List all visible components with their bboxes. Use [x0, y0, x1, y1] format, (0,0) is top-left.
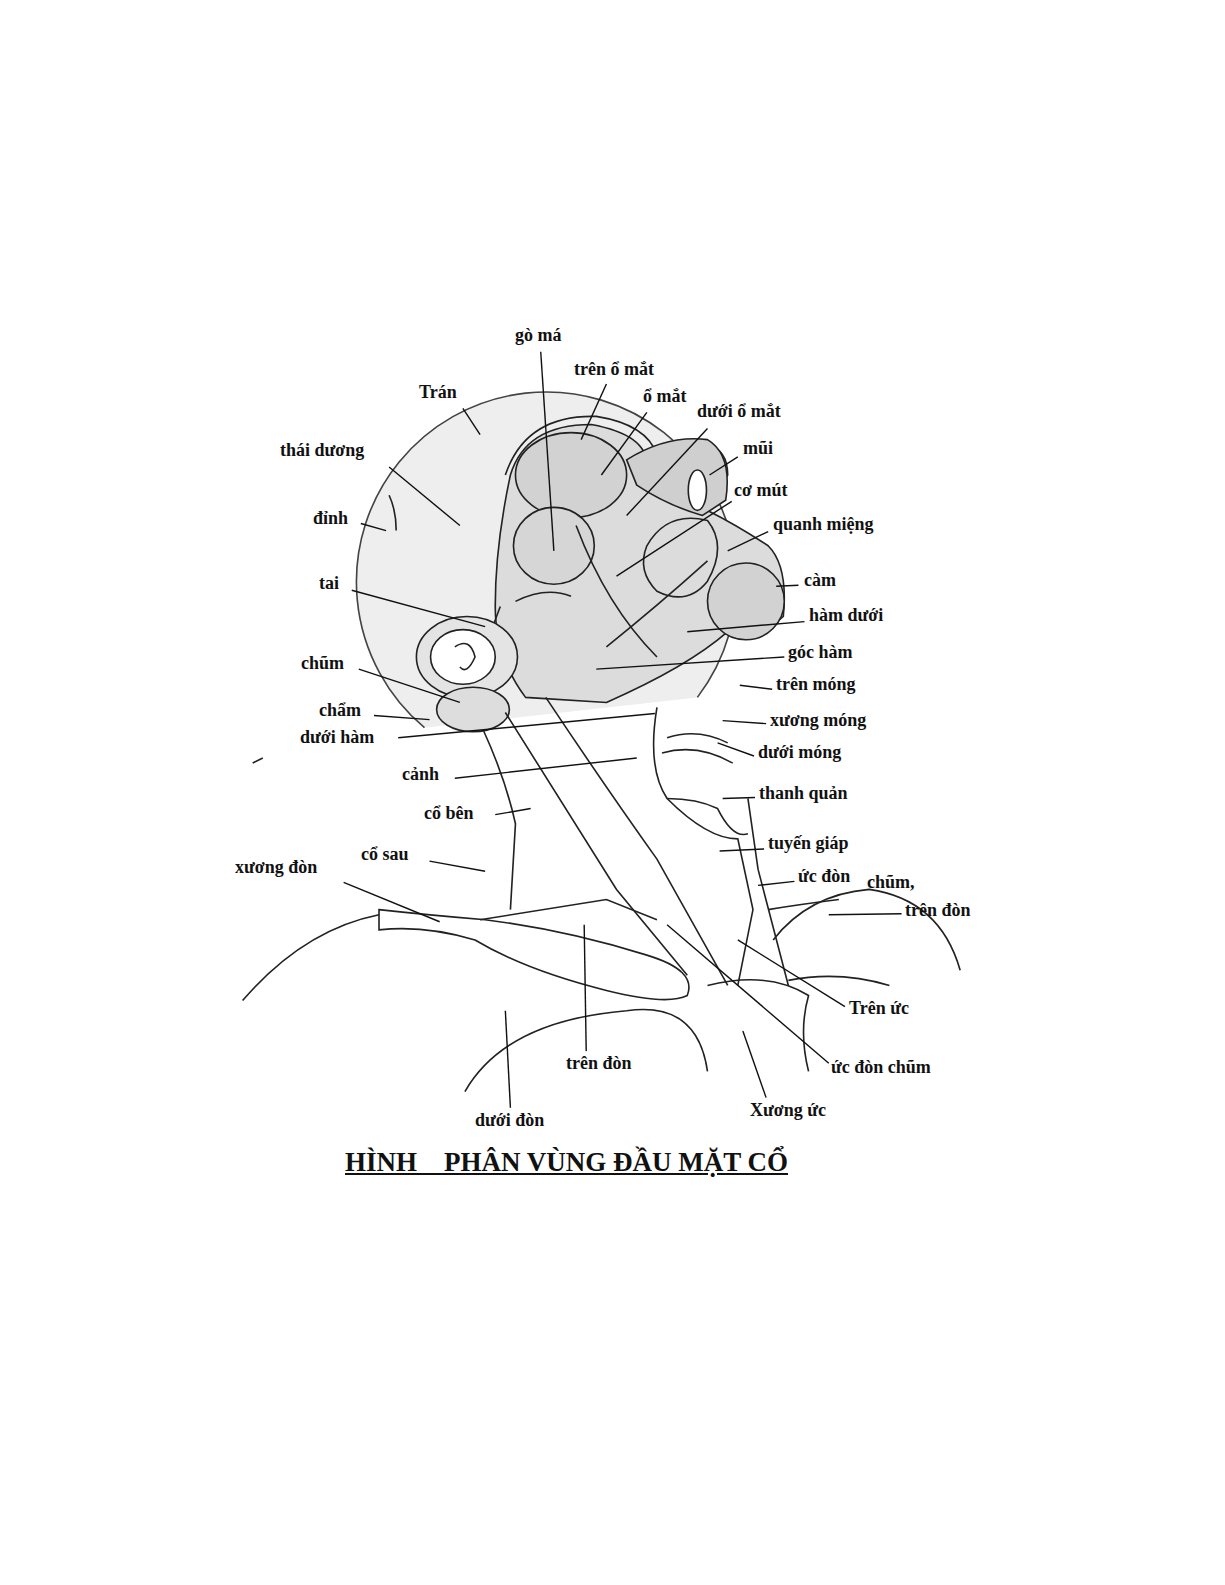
region-label: càm	[804, 571, 836, 591]
region-label: chẩm	[319, 701, 361, 721]
region-label: xương đòn	[235, 858, 317, 878]
region-label: xương móng	[770, 711, 866, 731]
region-label: trên đòn	[905, 901, 971, 921]
region-label: thái dương	[280, 441, 364, 461]
region-label: Trán	[419, 383, 457, 403]
region-label: Xương ức	[750, 1101, 826, 1121]
region-label: ức đòn chũm	[831, 1058, 931, 1078]
region-label: chũm,	[867, 873, 915, 893]
region-label: cơ mút	[734, 481, 787, 501]
region-label: tuyến giáp	[768, 834, 849, 854]
region-label: dưới đòn	[475, 1111, 544, 1131]
figure-caption: HÌNH PHÂN VÙNG ĐẦU MẶT CỔ	[345, 1148, 788, 1178]
region-label: trên đòn	[566, 1054, 632, 1074]
region-label: góc hàm	[788, 643, 853, 663]
region-label: cổ bên	[424, 804, 474, 824]
region-label: ổ mắt	[643, 387, 687, 407]
region-label: mũi	[743, 439, 773, 459]
region-label: trên móng	[776, 675, 856, 695]
region-label: cổ sau	[361, 845, 409, 865]
region-label: hàm dưới	[809, 606, 883, 626]
region-label: gò má	[515, 326, 562, 346]
region-label: Trên ức	[849, 999, 909, 1019]
region-label: trên ổ mắt	[574, 360, 654, 380]
region-label: ức đòn	[798, 867, 850, 887]
region-label: đỉnh	[313, 509, 348, 529]
region-label: dưới ổ mắt	[697, 402, 781, 422]
region-label: cảnh	[402, 765, 439, 785]
region-label: dưới móng	[758, 743, 841, 763]
region-label: chũm	[301, 654, 344, 674]
region-label: quanh miệng	[773, 515, 874, 535]
region-label: thanh quản	[759, 784, 848, 804]
region-label: tai	[319, 574, 339, 594]
region-label: dưới hàm	[300, 728, 374, 748]
